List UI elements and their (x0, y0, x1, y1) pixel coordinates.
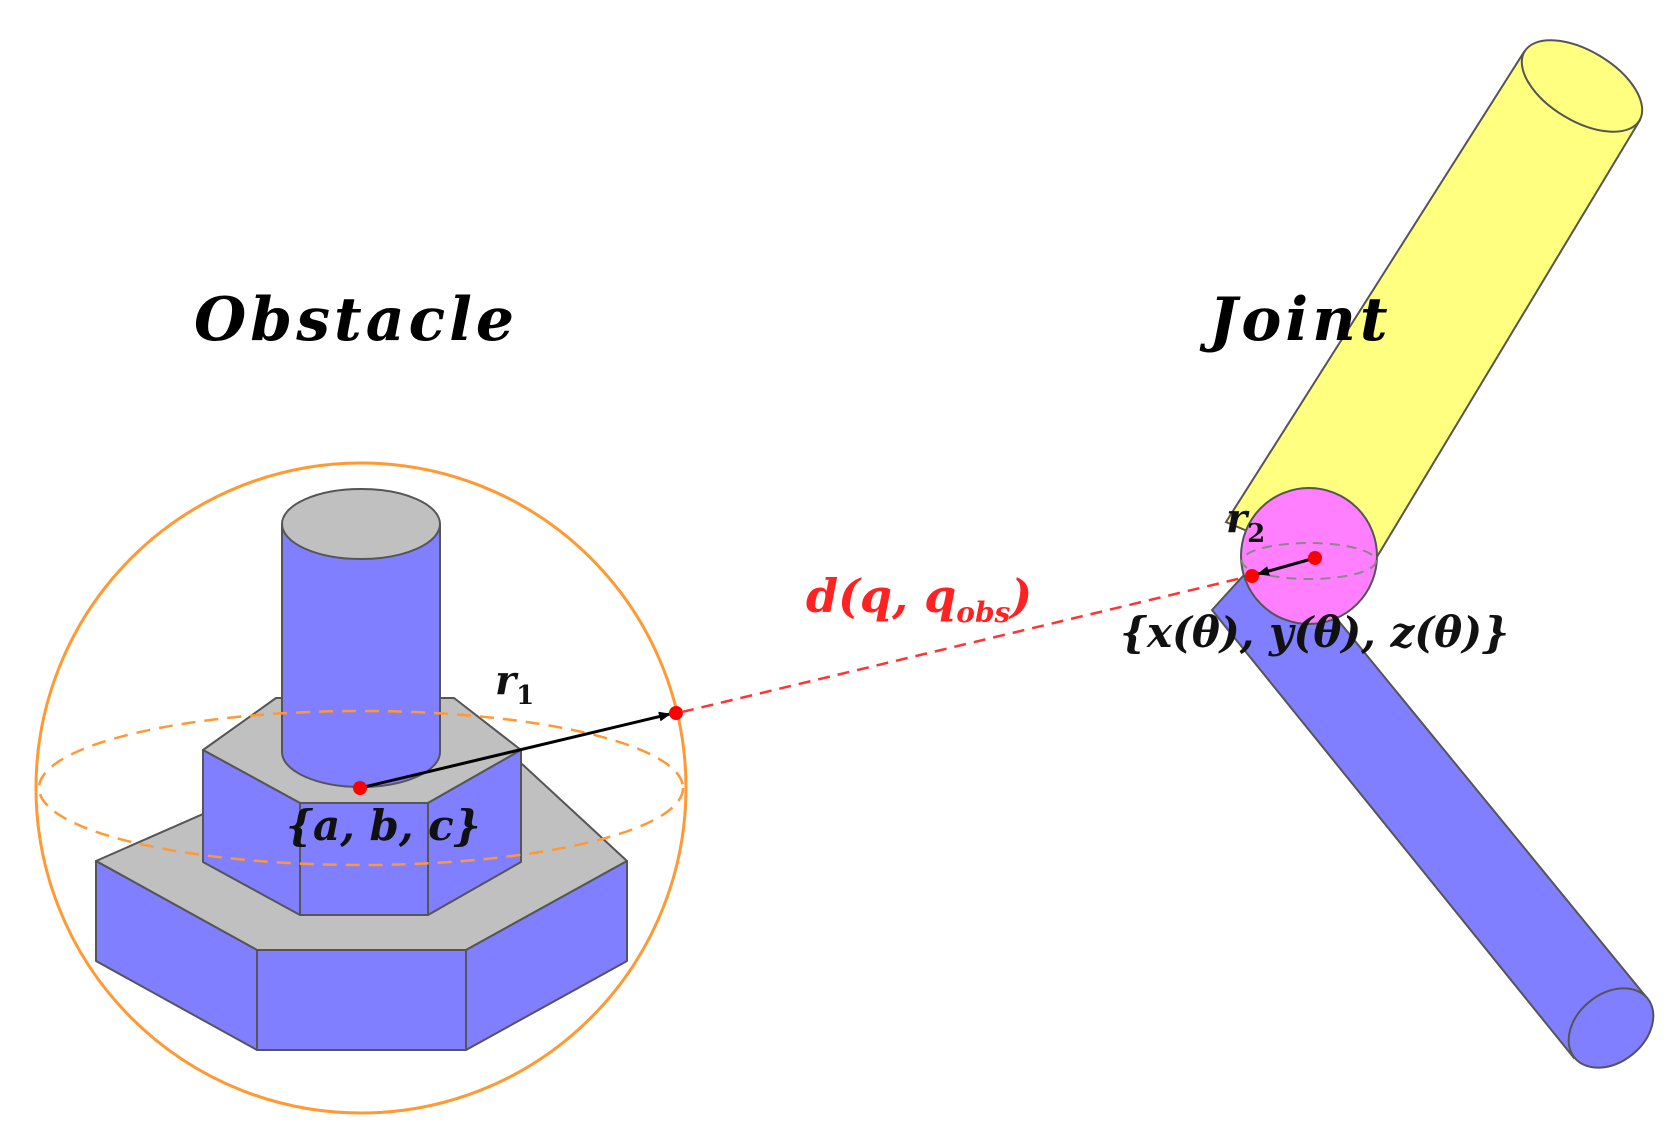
obstacle-group (34, 461, 688, 1115)
upper-link-end (1520, 39, 1644, 133)
obstacle-center-label: {a, b, c} (286, 801, 481, 850)
base-front-face (256, 949, 467, 1051)
sphere-equator (37, 709, 685, 867)
distance-label-main: d(q, q (806, 569, 956, 623)
r2-symbol: r (1226, 495, 1250, 542)
r1-symbol: r (495, 657, 519, 704)
distance-label-close: ) (1008, 569, 1032, 623)
cylinder-top (281, 488, 441, 560)
radius-r2-arrow (1257, 556, 1316, 576)
distance-label: d(q, qobs) (806, 569, 1032, 629)
joint-center-point (1308, 551, 1322, 565)
joint-group (1210, 39, 1655, 1069)
base-right-face (465, 860, 628, 1051)
joint-title: Joint (1199, 285, 1392, 355)
lower-link (1210, 540, 1655, 1069)
r2-subscript: 2 (1247, 519, 1265, 549)
r1-subscript: 1 (516, 681, 534, 711)
middle-right-face (427, 749, 522, 916)
joint-surface-point (1245, 569, 1259, 583)
joint-coords-label: {x(θ), y(θ), z(θ)} (1120, 608, 1509, 657)
obstacle-surface-point (669, 706, 683, 720)
bounding-sphere (34, 461, 688, 1115)
lower-link-end (1567, 987, 1655, 1069)
obstacle-cylinder (281, 488, 441, 788)
cylinder-body (281, 523, 441, 788)
obstacle-title: Obstacle (194, 285, 518, 355)
distance-label-subscript: obs (956, 596, 1010, 629)
distance-line (681, 575, 1247, 714)
radius-r1-arrow (359, 711, 671, 790)
obstacle-center-point (353, 781, 367, 795)
joint-sphere-equator (1241, 542, 1377, 580)
r1-label: r1 (495, 657, 534, 711)
r2-label: r2 (1226, 495, 1265, 549)
